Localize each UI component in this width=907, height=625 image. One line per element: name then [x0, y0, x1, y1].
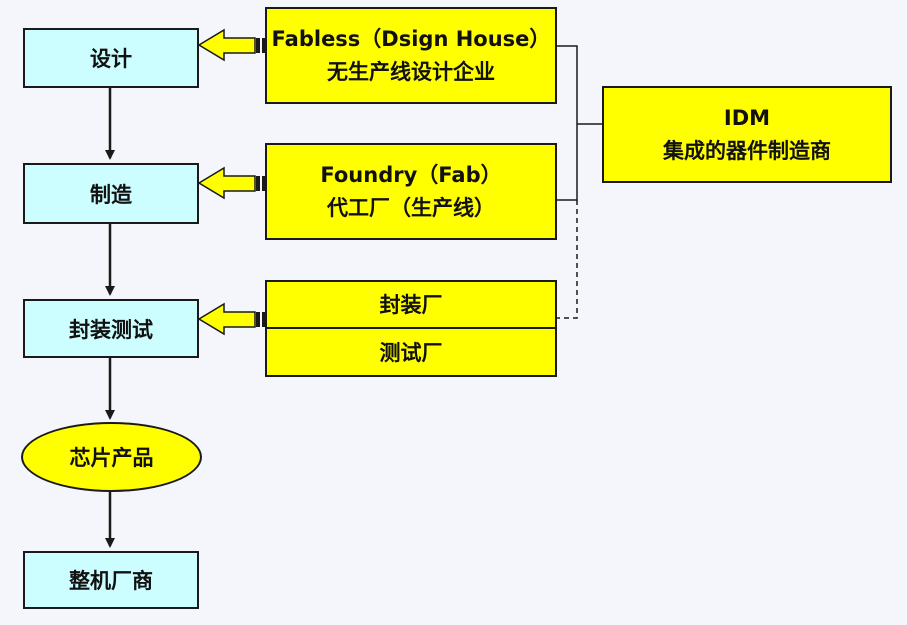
- idm-bracket-solid: [556, 45, 578, 201]
- foundry-box: Foundry（Fab） 代工厂（生产线）: [265, 143, 557, 240]
- fabless-subtitle: 无生产线设计企业: [327, 59, 495, 84]
- block-arrow-foundry-to-manufacture: [197, 166, 265, 200]
- system-maker-label: 整机厂商: [69, 569, 153, 593]
- packaging-plant-cell: 封装厂: [267, 282, 555, 329]
- fabless-box: Fabless（Dsign House） 无生产线设计企业: [265, 7, 557, 104]
- idm-title: IDM: [723, 105, 771, 130]
- chip-product-label: 芯片产品: [69, 446, 154, 470]
- process-package-test-label: 封装测试: [69, 317, 153, 342]
- idm-subtitle: 集成的器件制造商: [663, 138, 831, 163]
- process-package-test-box: 封装测试: [23, 299, 199, 358]
- testing-plant-cell: 测试厂: [267, 329, 555, 376]
- idm-box: IDM 集成的器件制造商: [602, 86, 892, 183]
- foundry-title: Foundry（Fab）: [320, 162, 502, 187]
- chip-product-ellipse: 芯片产品: [21, 422, 202, 492]
- foundry-subtitle: 代工厂（生产线）: [327, 195, 495, 220]
- idm-bracket-dashed: [556, 200, 578, 319]
- process-manufacture-box: 制造: [23, 163, 199, 224]
- packaging-plant-label: 封装厂: [379, 293, 443, 318]
- process-manufacture-label: 制造: [90, 182, 132, 207]
- package-test-plant-box: 封装厂 测试厂: [265, 280, 557, 377]
- block-arrow-pkgtest-to-package: [197, 302, 265, 336]
- system-maker-box: 整机厂商: [23, 551, 199, 609]
- process-design-label: 设计: [90, 47, 132, 71]
- fabless-title: Fabless（Dsign House）: [271, 26, 551, 51]
- testing-plant-label: 测试厂: [379, 340, 443, 365]
- process-design-box: 设计: [23, 28, 199, 88]
- block-arrow-fabless-to-design: [197, 28, 265, 62]
